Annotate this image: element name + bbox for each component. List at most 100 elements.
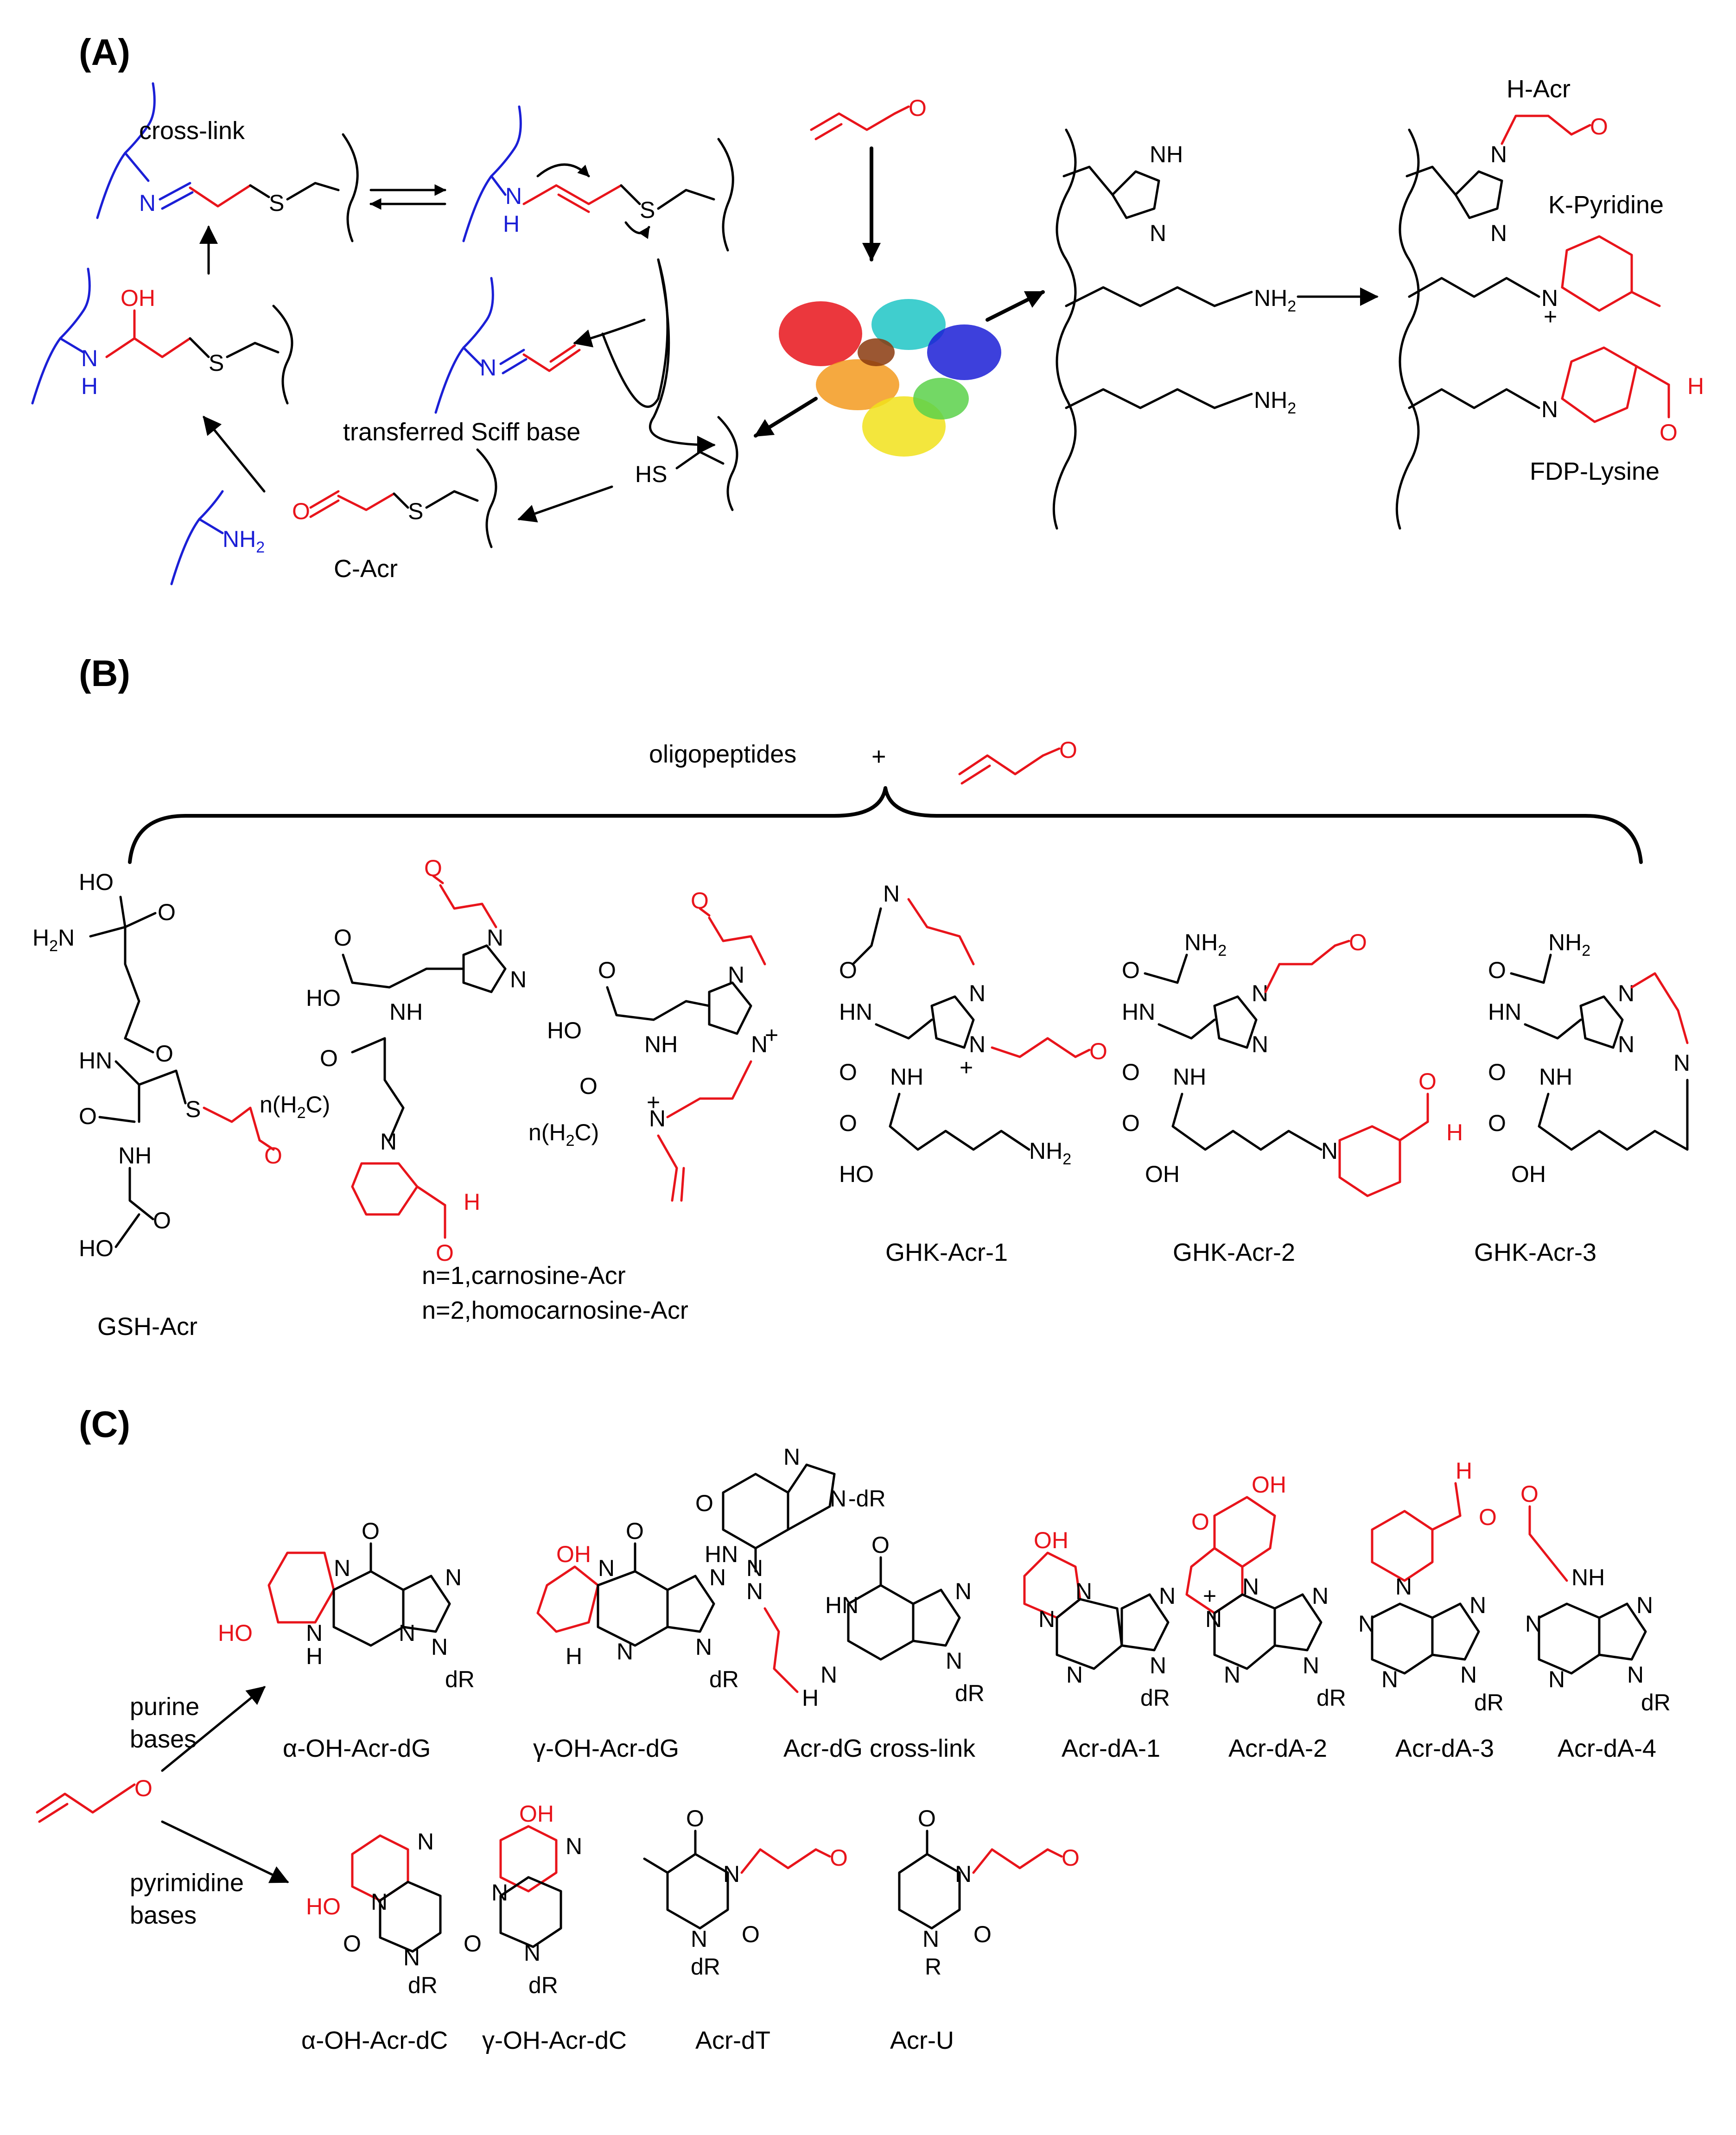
atom-n-ghk1-ring: N xyxy=(969,980,986,1006)
atom-ho-adc: HO xyxy=(306,1894,341,1919)
atom-n-adg3: N xyxy=(399,1620,415,1646)
atom-o-carn2b: O xyxy=(598,957,616,983)
atom-nplus-da2: N xyxy=(1205,1606,1222,1632)
atom-o-ghk3a: O xyxy=(1488,957,1506,983)
atom-o-ghk1-acr: O xyxy=(1089,1038,1107,1064)
equilibrium-arrows xyxy=(369,184,446,210)
modified-protein-products: N N O H-Acr N + K-Pyridine N O H FDP-Lys… xyxy=(1395,75,1704,530)
atom-o-adc: O xyxy=(343,1931,361,1957)
atom-n-da3e: N xyxy=(1460,1662,1477,1688)
atom-o-dt1: O xyxy=(686,1805,704,1831)
ghk-acr-1-structure: N O HN N N + O O NH NH2 O HO GHK-Acr-1 xyxy=(839,881,1107,1266)
atom-o-u2: O xyxy=(973,1921,992,1947)
atom-ho-gsh1: HO xyxy=(79,869,114,895)
atom-n-u1: N xyxy=(955,1861,972,1887)
atom-o-carn1: O xyxy=(424,855,442,881)
label-gamma-oh-acr-dg: γ-OH-Acr-dG xyxy=(533,1735,679,1762)
atom-o-da3: O xyxy=(1479,1504,1497,1530)
atom-n-gdg4: N xyxy=(695,1634,712,1660)
atom-ho-carn1: HO xyxy=(306,985,341,1011)
acr-u: O N N O R O xyxy=(898,1805,1080,1980)
atom-n-cl7: N xyxy=(946,1648,962,1674)
atom-n-da4a: N xyxy=(1525,1611,1542,1637)
atom-dr-da3: dR xyxy=(1474,1690,1504,1716)
atom-h-carn1-ald: H xyxy=(464,1189,480,1215)
atom-o-cl2: O xyxy=(871,1532,890,1558)
label-pyrimidine-2: bases xyxy=(130,1901,197,1929)
atom-s-gsh: S xyxy=(185,1096,201,1122)
atom-r-u: R xyxy=(925,1954,941,1980)
atom-plus-carn2a: + xyxy=(765,1022,778,1048)
atom-hn-ghk3: HN xyxy=(1488,999,1521,1025)
label-fdp-lysine: FDP-Lysine xyxy=(1530,458,1660,485)
atom-o-ghk3b: O xyxy=(1488,1059,1506,1085)
atom-n-adg2: N xyxy=(334,1555,350,1581)
atom-nh-carn2: NH xyxy=(644,1031,678,1057)
atom-o-u-acr: O xyxy=(1062,1845,1080,1871)
atom-ho-ghk1: HO xyxy=(839,1161,874,1187)
atom-o-dt-acr: O xyxy=(830,1845,848,1871)
atom-o-acr-top: O xyxy=(909,95,927,121)
atom-s-sb: S xyxy=(640,197,655,223)
label-gamma-oh-acr-dc: γ-OH-Acr-dC xyxy=(482,2027,627,2054)
gsh-acr-structure: HO O H2N O HN S O O NH O HO GSH-Acr xyxy=(32,869,282,1341)
atom-n-da3d: N xyxy=(1469,1592,1486,1618)
atom-n-adc2: N xyxy=(371,1889,388,1915)
atom-n-tsb: N xyxy=(480,355,496,381)
atom-o-dt2: O xyxy=(742,1921,760,1947)
atom-n-cl2: N xyxy=(830,1486,846,1512)
nh2-protein: NH2 xyxy=(170,490,265,585)
atom-n-da4b: N xyxy=(1548,1666,1565,1692)
acr-da-2: OH O N N + N N N dR xyxy=(1185,1472,1346,1711)
atom-n-fdp: N xyxy=(1541,396,1558,422)
atom-n-da3a: N xyxy=(1395,1574,1412,1600)
transferred-schiff-base: N transferred Sciff base xyxy=(343,277,581,446)
atom-dr-cl1: -dR xyxy=(848,1486,886,1512)
atom-n-adg5: N xyxy=(431,1634,448,1660)
schiff-base-structure: N H S xyxy=(462,105,734,252)
atom-n-adc3: N xyxy=(403,1944,420,1970)
atom-hn-ghk1: HN xyxy=(839,999,872,1025)
atom-plus-carn2b: + xyxy=(647,1089,660,1115)
label-c-acr: C-Acr xyxy=(334,555,398,583)
c-acr-structure: O S C-Acr xyxy=(292,448,497,583)
atom-dr-adg: dR xyxy=(445,1666,475,1692)
atom-n-gdg2: N xyxy=(617,1639,633,1665)
atom-o-da4: O xyxy=(1520,1481,1539,1507)
atom-s-hemi: S xyxy=(209,350,224,376)
atom-o-carn2c: O xyxy=(579,1073,598,1099)
label-carnosine-1: n=1,carnosine-Acr xyxy=(422,1262,626,1290)
atom-n-cl4: N xyxy=(746,1578,763,1604)
atom-o-carn1b: O xyxy=(334,925,352,951)
atom-n2-ghk3-ring: N xyxy=(1618,1031,1634,1057)
atom-dr-da1: dR xyxy=(1140,1685,1170,1711)
atom-nplus-ghk1: N xyxy=(969,1031,986,1057)
atom-h-gdg: H xyxy=(566,1643,582,1669)
atom-nh-ghk1: NH xyxy=(890,1064,923,1090)
atom-h-fdp: H xyxy=(1687,373,1704,399)
label-k-pyridine: K-Pyridine xyxy=(1548,191,1664,219)
label-transferred-schiff-base: transferred Sciff base xyxy=(343,418,580,446)
atom-n: N xyxy=(139,190,156,216)
atom-n-sb: N xyxy=(505,183,522,209)
atom-nh-carn1: NH xyxy=(389,999,423,1025)
atom-nh2c-carn2: n(H2C) xyxy=(528,1119,599,1150)
atom-o-gsh-acr: O xyxy=(264,1143,282,1169)
label-acr-da-2: Acr-dA-2 xyxy=(1228,1735,1327,1762)
atom-o-gdg: O xyxy=(626,1518,644,1544)
atom-n2-carn1: N xyxy=(510,966,527,992)
atom-n-carn1: N xyxy=(487,925,503,951)
atom-n2-ghk2-ring: N xyxy=(1252,1031,1268,1057)
atom-plus-ghk1: + xyxy=(960,1055,973,1080)
label-acr-da-1: Acr-dA-1 xyxy=(1062,1735,1160,1762)
atom-o-acr-c: O xyxy=(134,1775,153,1801)
atom-oh-da1: OH xyxy=(1034,1527,1068,1553)
atom-n-da1d: N xyxy=(1159,1583,1176,1609)
atom-nh2-ghk1: NH2 xyxy=(1029,1138,1071,1168)
atom-o-ghk3c: O xyxy=(1488,1110,1506,1136)
atom-n-gdg1: N xyxy=(598,1555,615,1581)
atom-o-adg: O xyxy=(362,1518,380,1544)
atom-h-adg: H xyxy=(306,1643,323,1669)
label-acr-da-3: Acr-dA-3 xyxy=(1395,1735,1494,1762)
hs-protein: HS xyxy=(635,416,738,511)
